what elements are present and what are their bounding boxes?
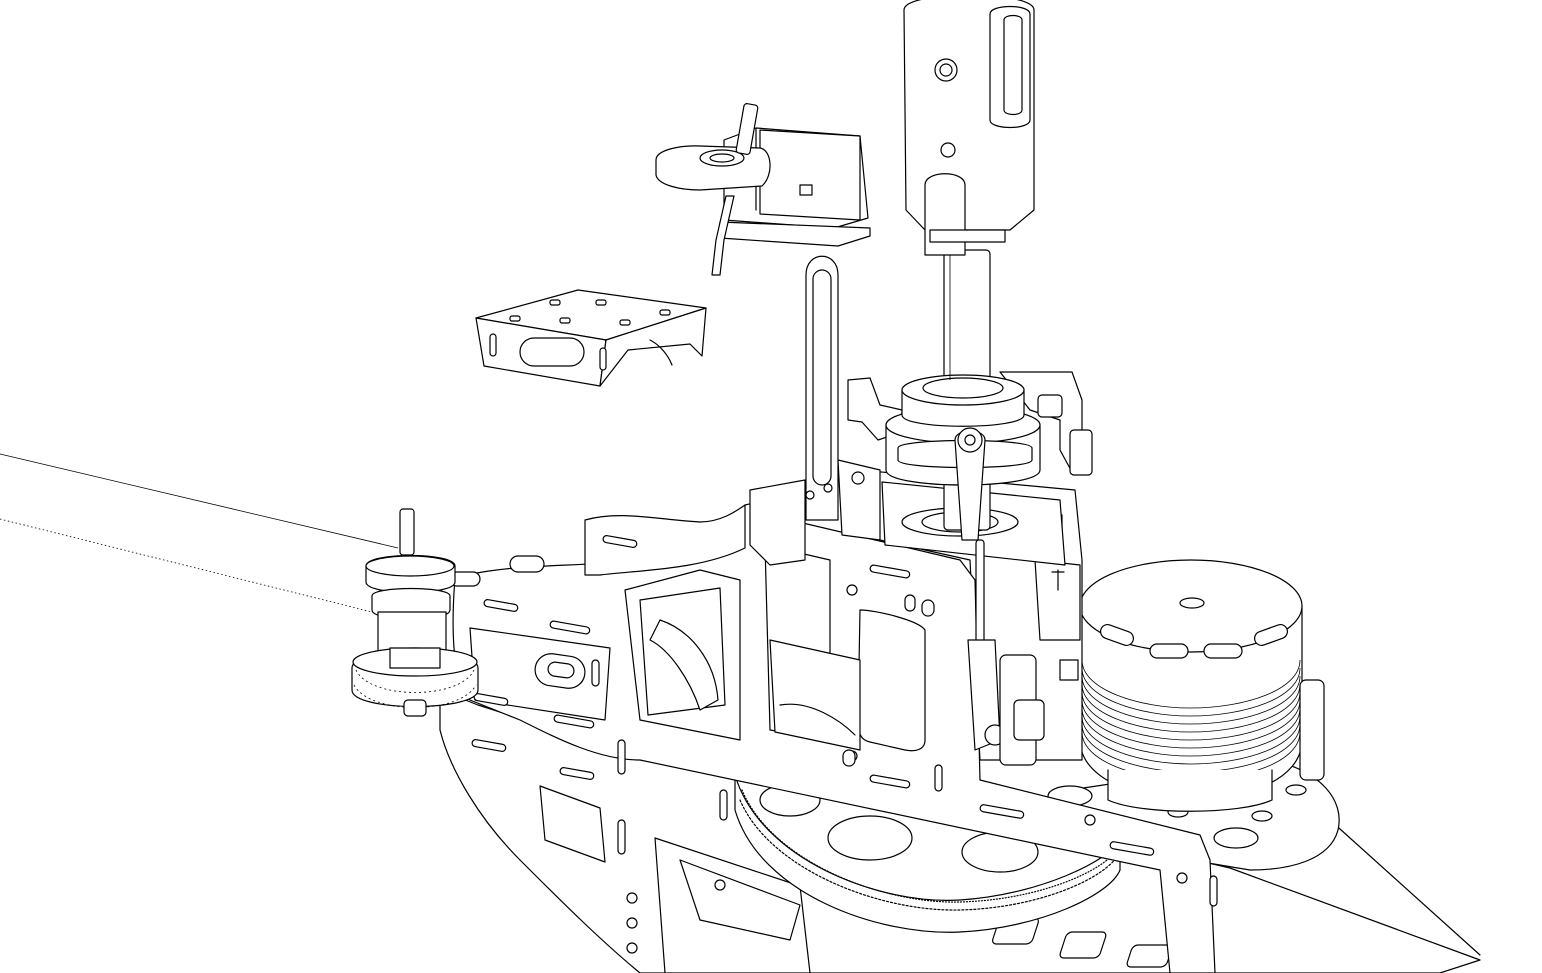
servo-linkage — [955, 428, 1044, 765]
main-gear — [735, 775, 1120, 932]
side-frames — [450, 504, 1217, 973]
swashplate — [848, 372, 1092, 485]
tail-boom — [0, 454, 398, 612]
gyro-mount-plate — [476, 290, 706, 386]
servo-with-arm — [656, 103, 870, 275]
servo-mount-bracket — [750, 256, 880, 565]
pinion-gear-teeth — [352, 648, 478, 708]
tail-drive-pinion — [352, 509, 478, 716]
brushless-motor — [1080, 560, 1324, 811]
frame-standoffs — [450, 556, 934, 766]
motor-cooling-slots — [1099, 623, 1290, 658]
bottom-frame — [440, 690, 1480, 973]
frame-slots — [472, 535, 1217, 906]
